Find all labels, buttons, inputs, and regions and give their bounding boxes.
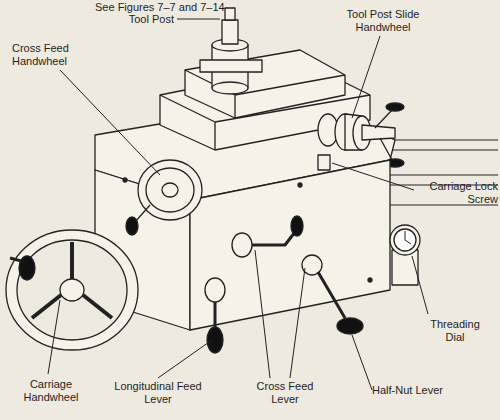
- part-label: Threading Dial: [420, 318, 490, 344]
- part-label: Tool Post Slide Handwheel: [338, 8, 428, 34]
- part-label: Tool Post: [110, 13, 174, 26]
- part-label: Half-Nut Lever: [372, 384, 492, 397]
- part-label: Longitudinal Feed Lever: [108, 380, 208, 406]
- part-label: See Figures 7–7 and 7–14: [95, 1, 295, 14]
- part-label: Cross Feed Handwheel: [12, 42, 102, 68]
- part-label: Carriage Lock Screw: [414, 180, 498, 206]
- part-label: Carriage Handwheel: [6, 378, 96, 404]
- part-label: Cross Feed Lever: [245, 380, 325, 406]
